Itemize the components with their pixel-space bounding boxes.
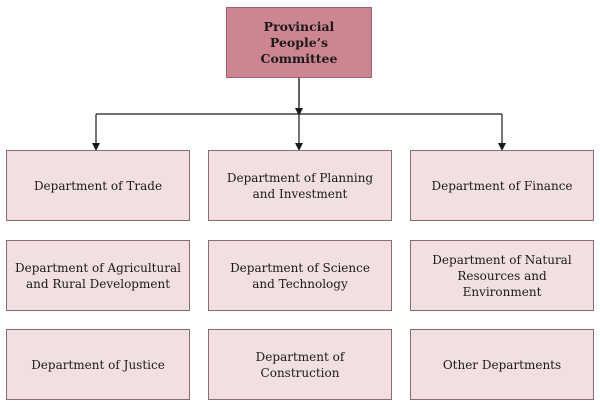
department-justice-box: Department of Justice — [6, 329, 190, 400]
department-trade-box: Department of Trade — [6, 150, 190, 221]
department-agricultural-rural-box: Department of Agricultural and Rural Dev… — [6, 240, 190, 311]
other-departments-box: Other Departments — [410, 329, 594, 400]
department-natural-resources-box: Department of Natural Resources and Envi… — [410, 240, 594, 311]
department-science-technology-box: Department of Science and Technology — [208, 240, 392, 311]
department-planning-investment-box: Department of Planning and Investment — [208, 150, 392, 221]
department-finance-box: Department of Finance — [410, 150, 594, 221]
provincial-peoples-committee-box: Provincial People’s Committee — [226, 7, 372, 78]
department-construction-box: Department of Construction — [208, 329, 392, 400]
